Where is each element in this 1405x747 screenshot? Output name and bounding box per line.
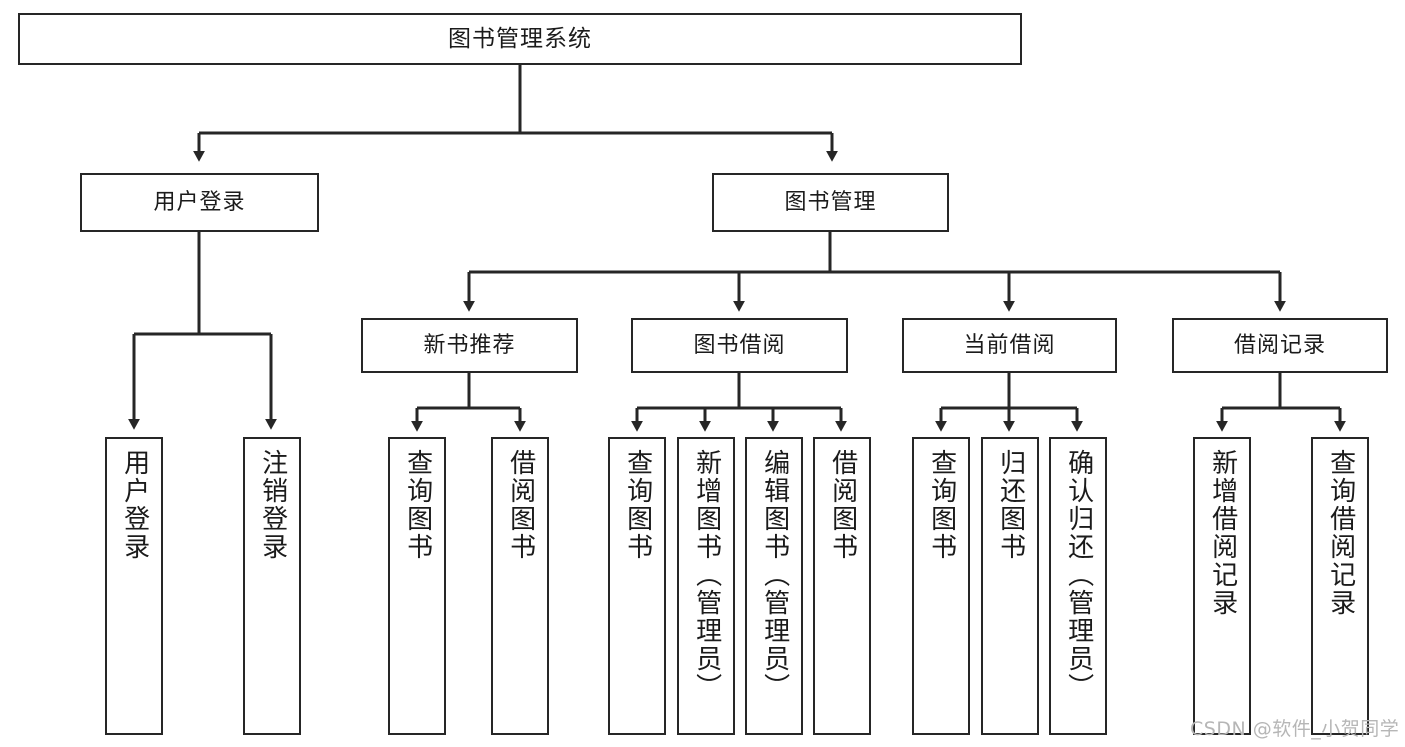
node-book-management[interactable]: 图书管理	[712, 173, 949, 232]
node-label: 查询图书	[926, 449, 957, 561]
node-label: 用户登录	[153, 189, 246, 215]
leaf-record-add-record[interactable]: 新增借阅记录	[1193, 437, 1251, 735]
node-label: 图书借阅	[693, 332, 786, 358]
leaf-borrow-edit-book-admin[interactable]: 编辑图书（管理员）	[745, 437, 803, 735]
node-label: 用户登录	[119, 449, 150, 561]
leaf-borrow-borrow-book[interactable]: 借阅图书	[813, 437, 871, 735]
leaf-borrow-query-book[interactable]: 查询图书	[608, 437, 666, 735]
leaf-user-login-logout[interactable]: 注销登录	[243, 437, 301, 735]
node-label: 新书推荐	[423, 332, 516, 358]
node-label: 借阅图书	[827, 449, 858, 561]
node-label: 新增借阅记录	[1207, 449, 1238, 617]
leaf-new-book-query-book[interactable]: 查询图书	[388, 437, 446, 735]
leaf-record-query-record[interactable]: 查询借阅记录	[1311, 437, 1369, 735]
node-label: 归还图书	[995, 449, 1026, 561]
node-borrowing-record[interactable]: 借阅记录	[1172, 318, 1388, 373]
leaf-user-login-login[interactable]: 用户登录	[105, 437, 163, 735]
leaf-current-query-book[interactable]: 查询图书	[912, 437, 970, 735]
leaf-current-return-book[interactable]: 归还图书	[981, 437, 1039, 735]
node-label: 注销登录	[257, 449, 288, 561]
node-label: 当前借阅	[963, 332, 1056, 358]
node-label: 借阅记录	[1233, 332, 1326, 358]
leaf-current-confirm-return-admin[interactable]: 确认归还（管理员）	[1049, 437, 1107, 735]
node-label: 确认归还（管理员）	[1063, 449, 1094, 701]
node-label: 图书管理系统	[448, 25, 592, 52]
node-label: 查询借阅记录	[1325, 449, 1356, 617]
node-book-borrowing[interactable]: 图书借阅	[631, 318, 848, 373]
node-current-borrowing[interactable]: 当前借阅	[902, 318, 1117, 373]
node-label: 借阅图书	[505, 449, 536, 561]
node-label: 查询图书	[402, 449, 433, 561]
leaf-borrow-add-book-admin[interactable]: 新增图书（管理员）	[677, 437, 735, 735]
node-label: 新增图书（管理员）	[691, 449, 722, 701]
node-label: 编辑图书（管理员）	[759, 449, 790, 701]
node-label: 图书管理	[784, 189, 877, 215]
node-label: 查询图书	[622, 449, 653, 561]
node-user-login[interactable]: 用户登录	[80, 173, 319, 232]
node-root-book-management-system[interactable]: 图书管理系统	[18, 13, 1022, 65]
node-new-book-recommendation[interactable]: 新书推荐	[361, 318, 578, 373]
leaf-new-book-borrow-book[interactable]: 借阅图书	[491, 437, 549, 735]
